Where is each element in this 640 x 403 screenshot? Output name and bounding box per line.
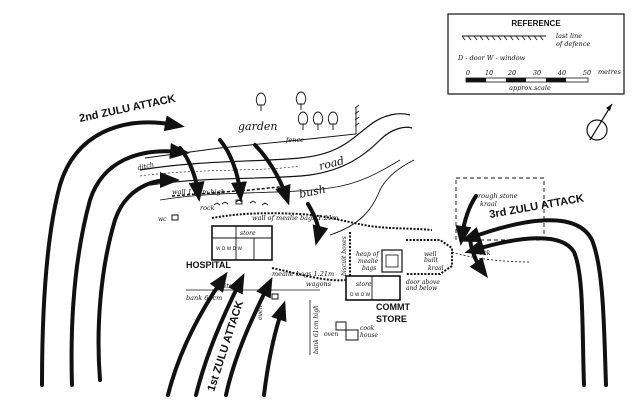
legend-title: REFERENCE — [511, 19, 561, 28]
heap-of-mealie-bags: heap of mealie bags — [356, 249, 403, 273]
label-biscuit-boxes: biscuit boxes — [341, 236, 348, 276]
label-door-2: and below — [406, 285, 438, 292]
scale-tick-40: 40 — [557, 69, 566, 77]
label-bush: bush — [298, 183, 327, 201]
label-mealie-south: mealie bags 1.21m — [272, 270, 334, 278]
scale-tick-30: 30 — [533, 69, 541, 77]
label-store-1: COMMT — [376, 302, 410, 312]
label-rock-north: rock — [200, 204, 215, 212]
label-cook-2: house — [360, 332, 378, 339]
legend-defence-line2: of defence — [556, 40, 590, 48]
label-heap-3: bags — [362, 265, 376, 272]
label-bank-north: bank 61cm — [186, 294, 222, 302]
label-garden: garden — [238, 120, 278, 133]
rough-stone-kraal — [455, 177, 545, 241]
label-heap-2: mealie — [358, 258, 379, 265]
label-fence: fence — [285, 136, 304, 144]
label-heap-1: heap of — [356, 251, 380, 258]
label-mealie-wall: wall of mealie bags 1.21m — [252, 214, 338, 222]
hospital-store-room: store — [240, 230, 256, 237]
label-ditch-south: ditch — [220, 282, 237, 290]
label-wagons: wagons — [306, 280, 332, 288]
hospital-doors: W D W D W — [216, 246, 243, 252]
cook-house: cook house oven — [324, 321, 378, 341]
third-attack-arrows — [455, 194, 608, 387]
scale-tick-50: 50 — [583, 69, 591, 77]
scale-ticks: 0 10 20 30 40 50 — [466, 69, 591, 77]
store-room: store — [356, 281, 372, 288]
reference-legend: REFERENCE last line of defence D - door … — [447, 13, 625, 95]
stone-kraal — [406, 239, 453, 275]
scale-tick-0: 0 — [466, 69, 470, 77]
scale-unit: metres — [598, 68, 622, 76]
label-cook-1: cook — [360, 325, 375, 332]
mealie-bag-wall-south — [271, 267, 347, 282]
north-compass — [586, 103, 613, 141]
label-road: road — [318, 154, 346, 173]
store-doors: D W D W — [350, 292, 371, 298]
mealie-bag-wall-north — [211, 212, 433, 231]
label-kraal-small: kraal — [428, 265, 444, 272]
label-door-1: door above — [406, 279, 440, 286]
legend-key: D - door W - window — [457, 54, 526, 62]
label-store-2: STORE — [376, 314, 407, 324]
legend-defence-line1: last line — [556, 32, 582, 40]
label-oven-cook: oven — [324, 331, 339, 338]
label-ditch-north: ditch — [137, 161, 155, 172]
first-attack-arrows — [166, 271, 287, 397]
commissariat-store: store D W D W COMMT STORE door above and… — [345, 275, 440, 324]
garden-trees — [255, 91, 339, 130]
label-second-attack: 2nd ZULU ATTACK — [78, 93, 177, 125]
wc: wc — [158, 214, 179, 223]
hospital-building: store W D W D W HOSPITAL — [186, 225, 273, 270]
label-oven-south: oven — [257, 305, 264, 320]
second-attack-arrows — [40, 115, 329, 387]
scale-caption: approx.scale — [509, 84, 551, 92]
label-bank-south: bank 61cm high — [313, 305, 320, 354]
label-kraal-1: rough stone — [478, 192, 518, 200]
label-hospital: HOSPITAL — [186, 260, 231, 270]
scale-tick-10: 10 — [485, 69, 493, 77]
defence-hatching — [461, 35, 544, 41]
label-well-2: built — [424, 257, 439, 264]
label-kraal-2: kraal — [480, 200, 497, 208]
label-wc: wc — [158, 216, 167, 223]
scale-tick-20: 20 — [507, 69, 516, 77]
rock-scree — [213, 199, 269, 206]
label-well-1: well — [424, 251, 437, 258]
